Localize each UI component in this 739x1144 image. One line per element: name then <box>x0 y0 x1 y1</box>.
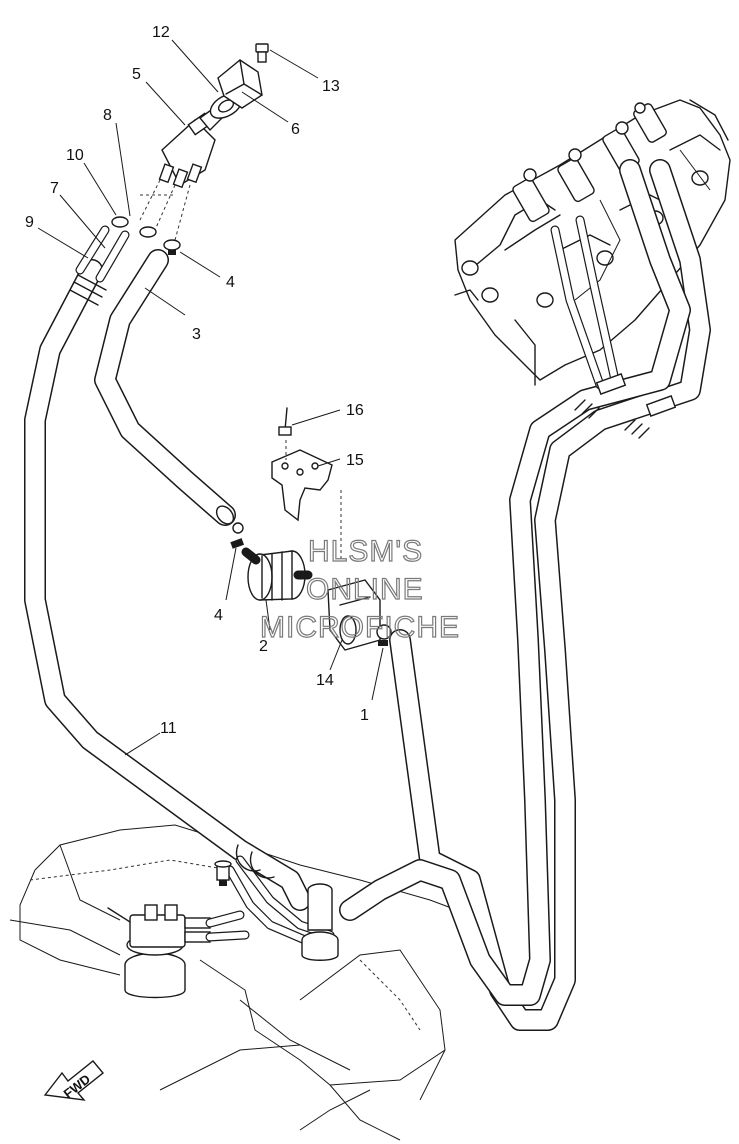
bracket-14 <box>327 579 381 651</box>
hose-3 <box>94 249 236 526</box>
hose-11 <box>24 259 311 911</box>
screw-16 <box>278 407 292 436</box>
clamp-10 <box>111 216 129 228</box>
callout-8: 8 <box>103 107 112 124</box>
watermark-line-3: MICROFICHE <box>260 611 460 644</box>
fuel-pump-tank-unit <box>107 904 250 999</box>
callout-6: 6 <box>291 121 300 138</box>
callout-12: 12 <box>152 24 170 41</box>
return-hose-right <box>389 159 711 1031</box>
callout-4-filter: 4 <box>214 607 223 624</box>
forward-arrow-icon: FWD <box>43 1060 104 1101</box>
supply-hose-right <box>339 159 691 1006</box>
callout-16: 16 <box>346 402 364 419</box>
callout-15: 15 <box>346 452 364 469</box>
fuel-cock-5 <box>139 107 223 241</box>
callout-9: 9 <box>25 214 34 231</box>
callout-1: 1 <box>360 707 369 724</box>
screw-13 <box>255 43 269 63</box>
callout-4-top: 4 <box>226 274 235 291</box>
callout-11: 11 <box>160 720 177 737</box>
clamp-4-top <box>163 239 181 255</box>
hull-outline <box>9 824 471 1141</box>
nut-12 <box>209 93 243 119</box>
hose-clamps-right <box>574 373 677 439</box>
filler-neck <box>301 883 339 961</box>
clamp-8 <box>139 226 157 238</box>
watermark: HLSM'S ONLINE MICROFICHE <box>259 534 460 644</box>
knob-6 <box>217 59 263 109</box>
bolt-small <box>214 860 232 886</box>
callout-7: 7 <box>50 180 59 197</box>
clamp-1 <box>376 624 392 646</box>
leader-lines <box>37 39 384 756</box>
fuel-filter-2 <box>241 547 313 601</box>
engine-block <box>454 99 731 386</box>
callout-3: 3 <box>192 326 201 343</box>
watermark-line-2: ONLINE <box>306 573 424 606</box>
callout-13: 13 <box>322 78 340 95</box>
hose-collar <box>69 274 107 306</box>
callout-14: 14 <box>316 672 334 689</box>
clamp-4-filter <box>230 522 245 549</box>
thin-lines-engine <box>550 215 620 390</box>
callout-numbers: 12 13 5 6 8 10 7 9 4 3 16 15 4 2 14 1 11 <box>25 24 369 737</box>
watermark-line-1: HLSM'S <box>308 535 423 568</box>
callout-5: 5 <box>132 66 141 83</box>
hose-9 <box>75 225 130 283</box>
callout-2: 2 <box>259 638 268 655</box>
callout-10: 10 <box>66 147 84 164</box>
